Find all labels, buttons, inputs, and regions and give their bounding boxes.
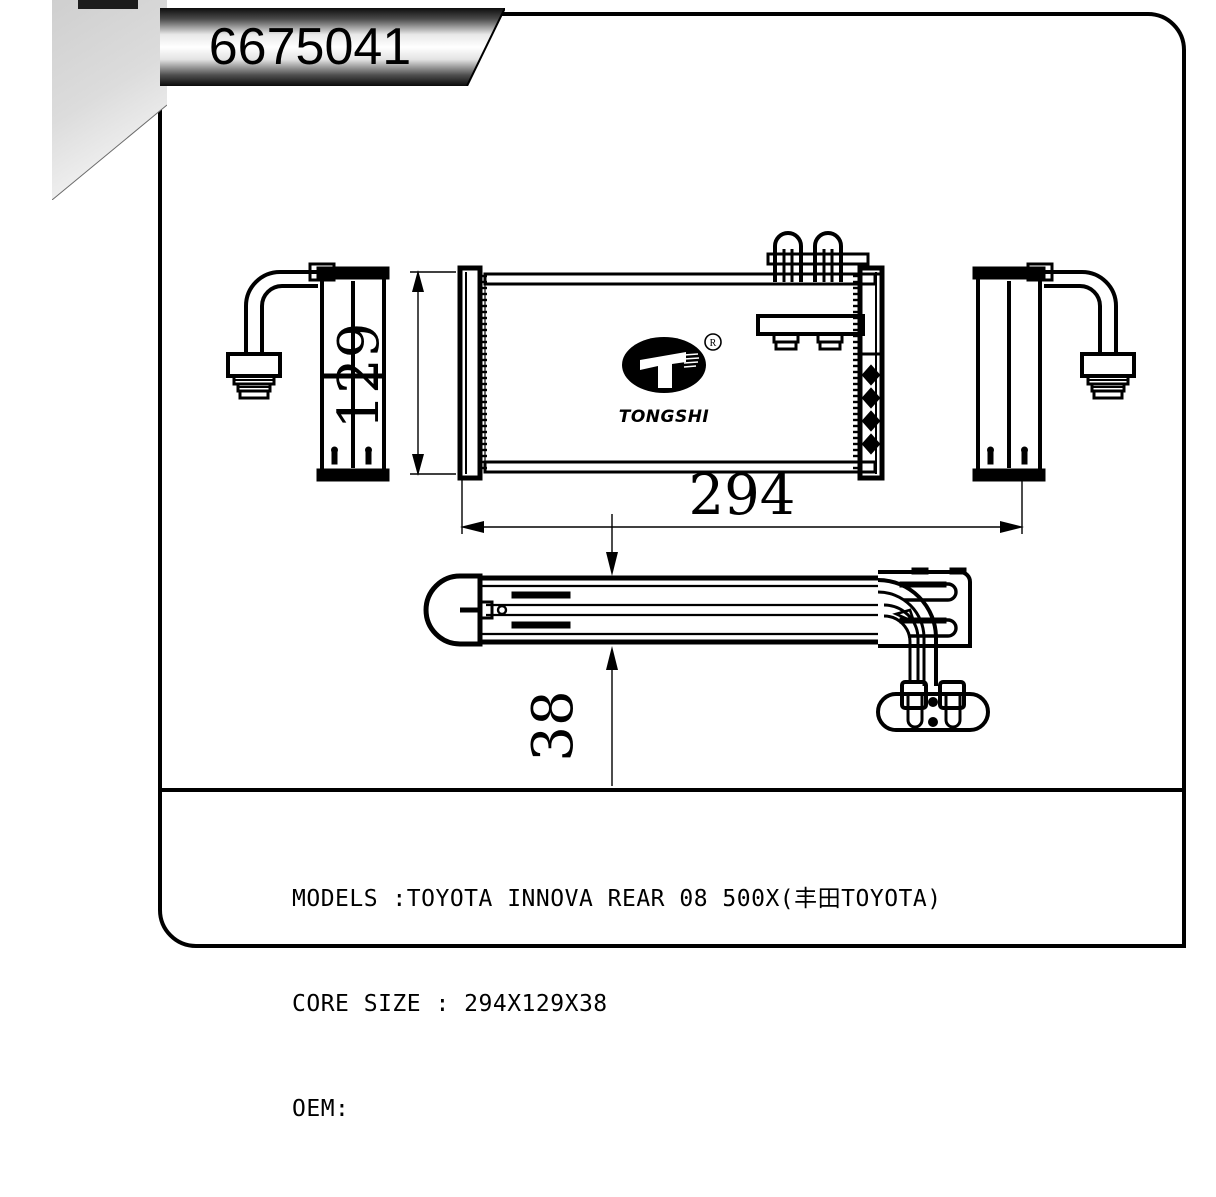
svg-text:R: R <box>710 338 717 349</box>
part-number-text: 6675041 <box>208 18 412 76</box>
dimension-label-width: 294 <box>689 463 796 528</box>
spec-oem-line: OEM: <box>292 1096 350 1122</box>
dimension-height-129 <box>410 270 456 476</box>
technical-drawing: 129 294 38 <box>226 231 1136 786</box>
corner-fold-decoration <box>52 0 167 200</box>
registered-trademark-icon: R <box>704 333 722 351</box>
right-side-view <box>972 262 1136 482</box>
dimension-depth-38 <box>606 514 618 786</box>
left-side-view <box>226 262 390 482</box>
logo-wordmark: TONGSHI <box>619 407 710 427</box>
spec-coresize-line: CORE SIZE : 294X129X38 <box>292 991 608 1017</box>
tongshi-logo: R TONGSHI <box>619 333 722 427</box>
dimension-label-height: 129 <box>327 323 392 430</box>
top-view <box>423 567 990 732</box>
logo-streaks <box>683 353 700 368</box>
drawing-page: 6675041 <box>52 0 1186 1122</box>
logo-t-mark <box>640 352 686 388</box>
spec-models-line: MODELS :TOYOTA INNOVA REAR 08 500X(丰田TOY… <box>292 886 942 912</box>
corner-top-bar <box>78 0 138 9</box>
front-view <box>457 231 885 481</box>
specification-block: MODELS :TOYOTA INNOVA REAR 08 500X(丰田TOY… <box>292 812 942 1197</box>
part-number-banner: 6675041 <box>160 8 505 86</box>
dimension-label-depth: 38 <box>521 690 586 761</box>
banner-shape <box>160 8 505 86</box>
dimension-width-294 <box>460 480 1024 534</box>
